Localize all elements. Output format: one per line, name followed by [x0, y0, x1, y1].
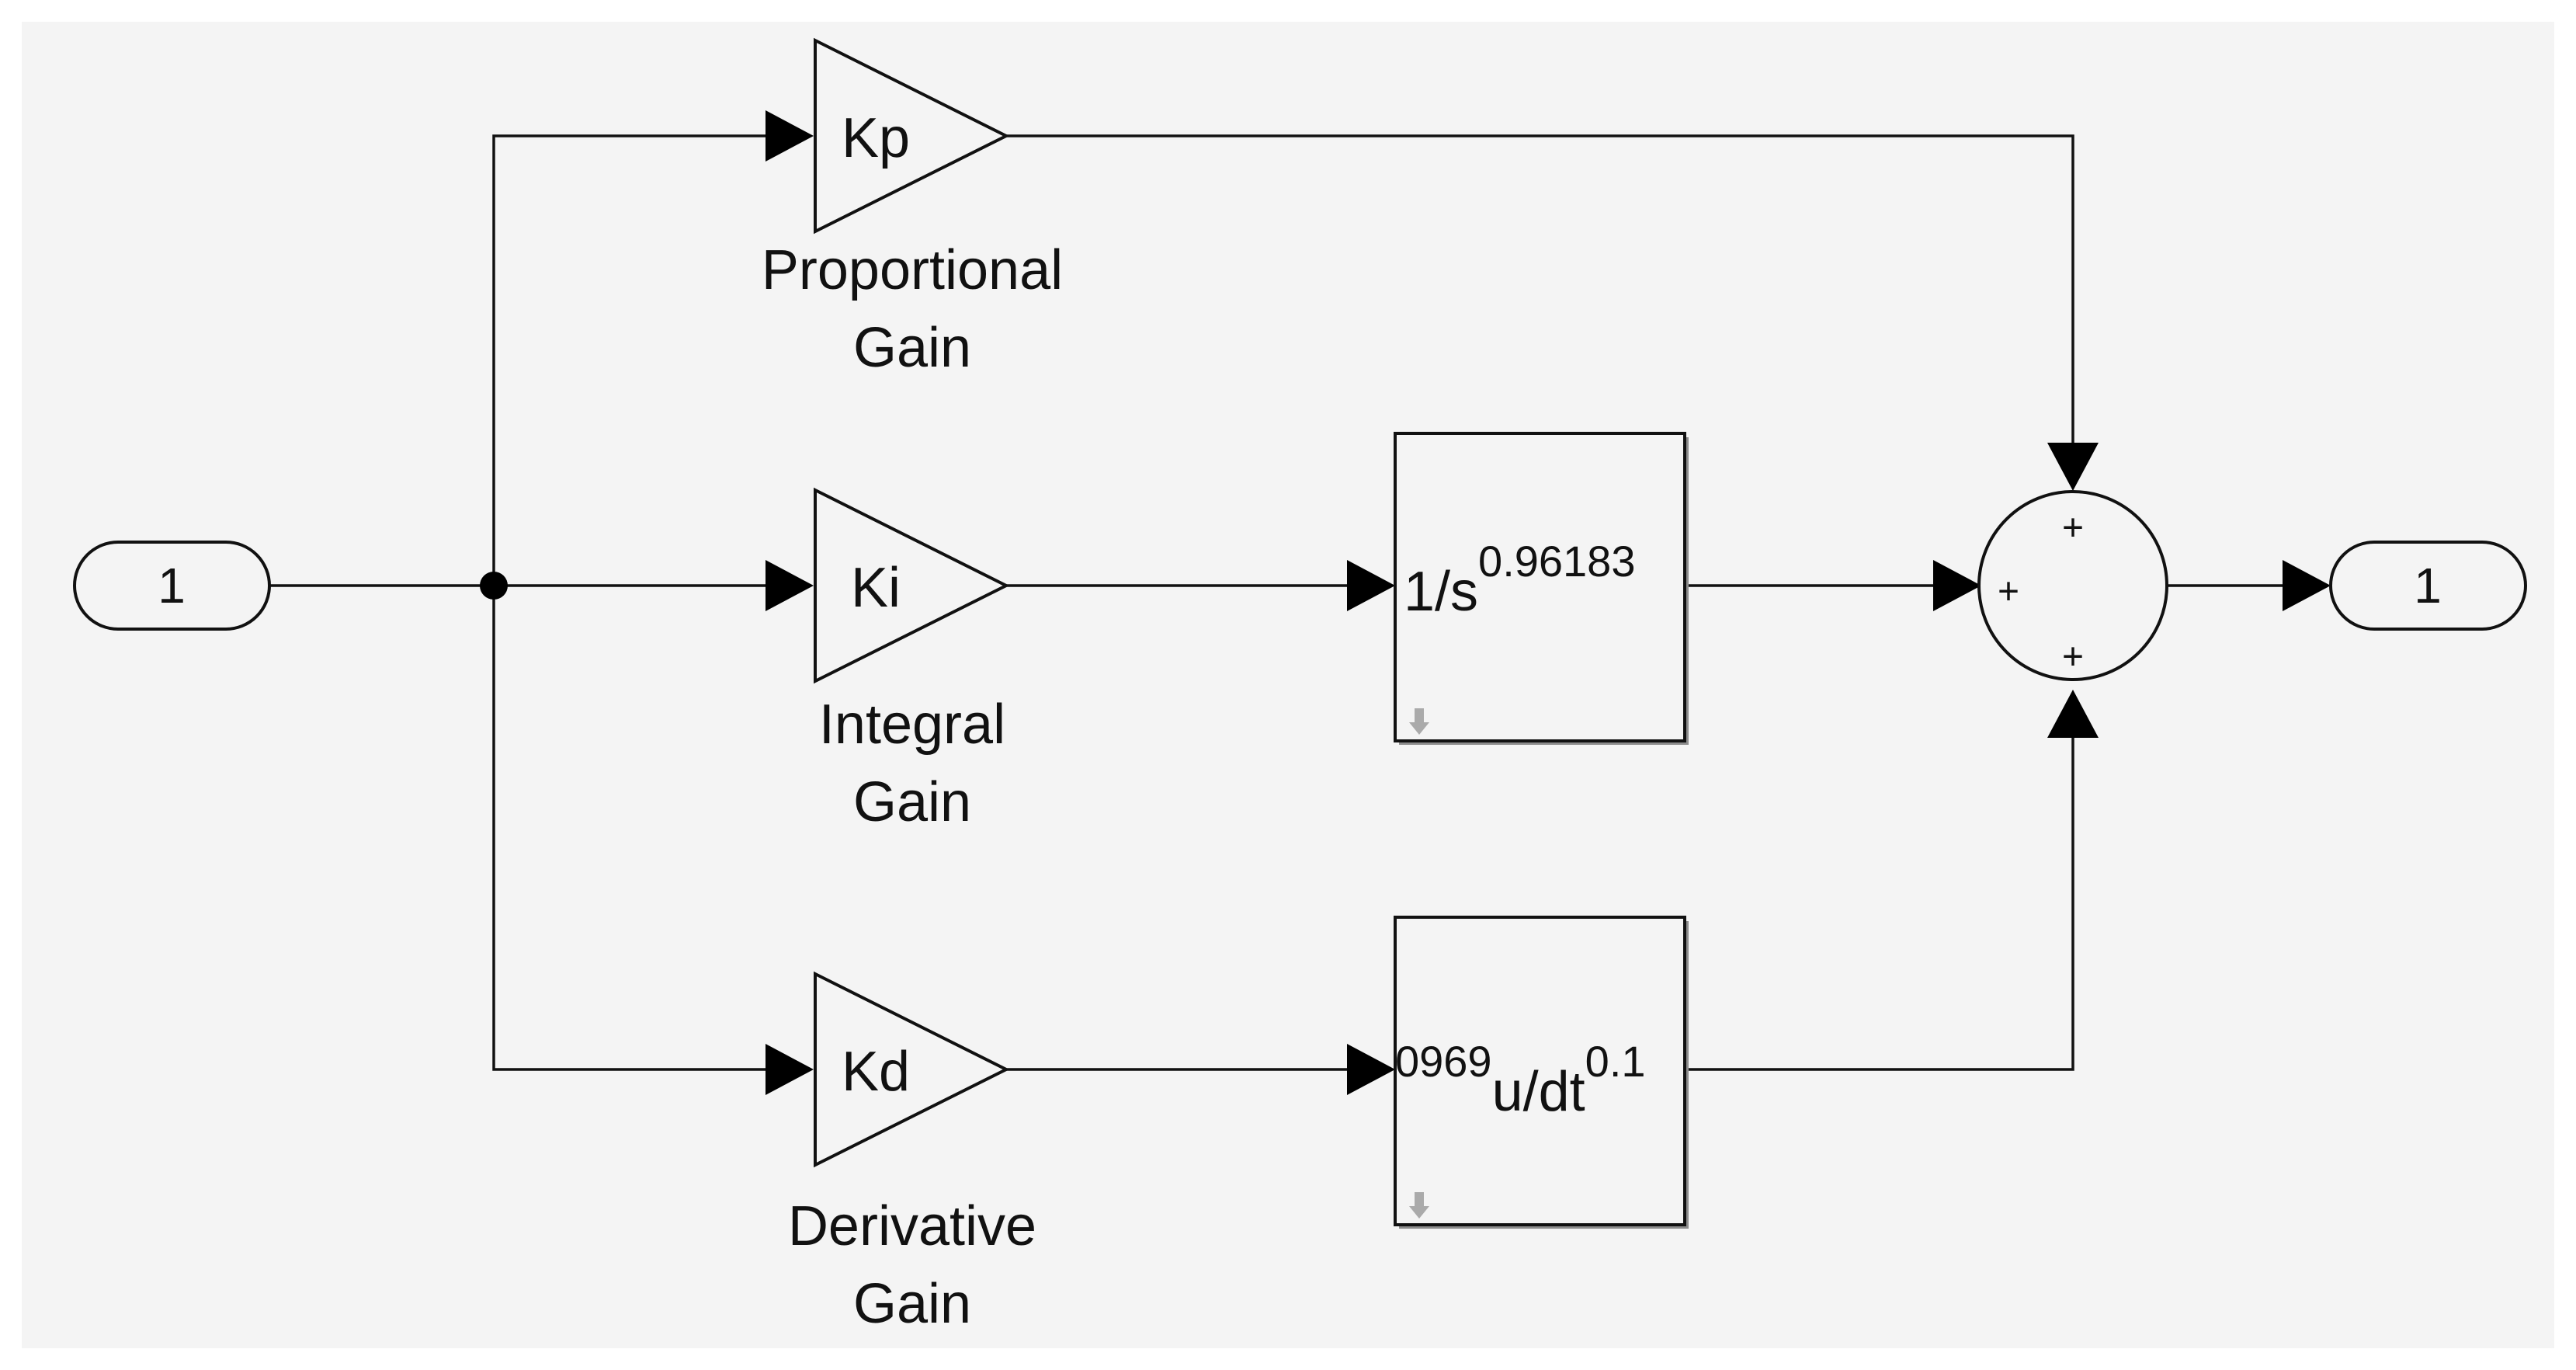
differentiator-expression: 0969u/dt0.1 — [1395, 1037, 1646, 1123]
input-port-label: 1 — [158, 558, 186, 614]
integrator-expression: 1/s0.96183 — [1404, 537, 1635, 623]
derivative-gain-caption-line2: Gain — [853, 1273, 971, 1335]
integral-gain-block[interactable]: Ki Integral Gain — [814, 487, 1010, 833]
arrowhead-sum-top-input — [2047, 443, 2099, 491]
arrowhead-differentiator-input — [1347, 1044, 1395, 1095]
input-port-body[interactable] — [73, 541, 271, 631]
arrowhead-integrator-input — [1347, 560, 1395, 611]
integral-gain-caption-line1: Integral — [819, 694, 1005, 756]
derivative-gain-block[interactable]: Kd Derivative Gain — [788, 971, 1036, 1335]
integral-gain-triangle[interactable] — [814, 487, 1010, 684]
arrowhead-kd-input — [766, 1044, 814, 1095]
down-arrow-icon — [1409, 1192, 1429, 1219]
proportional-gain-caption-line2: Gain — [853, 317, 971, 379]
sum-circle[interactable] — [1977, 490, 2168, 681]
sum-sign-left: + — [1998, 572, 2019, 613]
wire-differentiator-to-sum — [1685, 738, 2074, 1071]
arrowhead-sum-bottom-input — [2047, 690, 2099, 738]
output-port-label: 1 — [2414, 558, 2442, 614]
input-port[interactable]: 1 — [73, 541, 271, 631]
differentiator-base: u/dt — [1492, 1061, 1585, 1123]
differentiator-exponent: 0.1 — [1585, 1037, 1646, 1086]
integrator-body[interactable] — [1394, 432, 1686, 742]
derivative-gain-triangle[interactable] — [814, 971, 1010, 1168]
proportional-gain-symbol: Kp — [842, 107, 910, 169]
derivative-gain-symbol: Kd — [842, 1041, 910, 1103]
output-port-body[interactable] — [2329, 541, 2527, 631]
integrator-base: 1/s — [1404, 561, 1478, 623]
arrowheads — [766, 110, 2331, 1095]
integral-gain-caption-line2: Gain — [853, 771, 971, 833]
sum-block[interactable]: + + + — [1977, 490, 2168, 681]
wire-kp-to-sum — [1006, 134, 2074, 443]
differentiator-expression-clip: 0969u/dt0.1 — [1395, 1037, 1646, 1123]
integrator-exponent: 0.96183 — [1478, 537, 1635, 586]
fractional-integrator-block[interactable]: 1/s0.96183 — [1394, 432, 1689, 745]
arrowhead-kp-input — [766, 110, 814, 162]
sum-sign-top: + — [2062, 508, 2084, 549]
differentiator-prefix: 0969 — [1395, 1037, 1492, 1086]
proportional-gain-caption-line1: Proportional — [762, 239, 1063, 301]
proportional-gain-triangle[interactable] — [814, 37, 1010, 235]
integral-gain-symbol: Ki — [851, 557, 901, 619]
down-arrow-icon — [1409, 708, 1429, 735]
arrowhead-ki-input — [766, 560, 814, 611]
fractional-differentiator-block[interactable]: 0969u/dt0.1 — [1394, 916, 1689, 1229]
output-port[interactable]: 1 — [2329, 541, 2527, 631]
derivative-gain-caption-line1: Derivative — [788, 1195, 1036, 1257]
branch-point — [480, 572, 508, 600]
arrowhead-outport-input — [2283, 560, 2331, 611]
wire-branch-to-kd — [492, 586, 766, 1071]
canvas-background — [22, 22, 2554, 1348]
arrowhead-sum-left-input — [1933, 560, 1981, 611]
sum-sign-bottom: + — [2062, 637, 2084, 678]
wire-branch-to-kp — [492, 134, 766, 586]
proportional-gain-block[interactable]: Kp Proportional Gain — [762, 37, 1063, 379]
differentiator-body[interactable] — [1394, 916, 1686, 1226]
signal-lines — [269, 134, 2283, 1071]
